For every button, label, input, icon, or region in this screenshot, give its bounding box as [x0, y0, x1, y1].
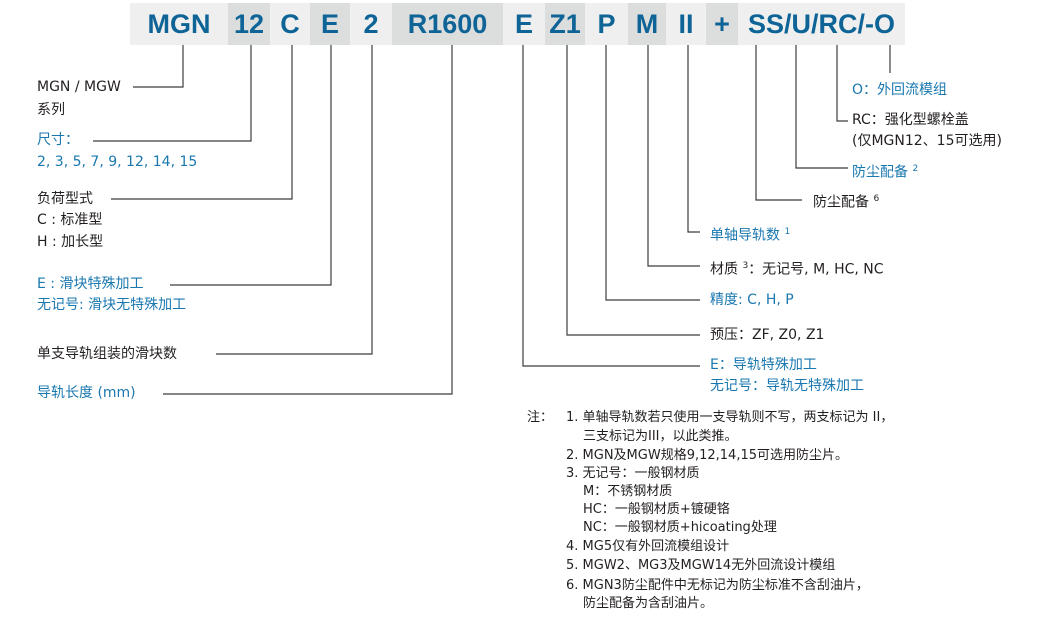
- connector-preload: [566, 45, 700, 336]
- note-4: 4. MG5仅有外回流模组设计: [566, 539, 730, 554]
- connector-size: [93, 45, 252, 142]
- connector-rc: [836, 45, 848, 122]
- label-rails-per-axis: 单轴导轨数 1: [710, 222, 790, 247]
- label-material-text: 材质: [710, 261, 738, 278]
- label-blocks-per-rail: 单支导轨组装的滑块数: [37, 346, 177, 362]
- footnote-2: 2: [912, 164, 919, 174]
- note-6-line-2: 防尘配备为含刮油片。: [583, 596, 714, 611]
- connector-block-special: [170, 45, 332, 286]
- label-rail-length: 导轨长度 (mm): [37, 385, 136, 401]
- label-series-sub: 系列: [37, 102, 65, 118]
- label-series: MGN / MGW: [37, 79, 121, 95]
- note-3-line-3: HC：一般钢材质+镀硬铬: [583, 502, 730, 517]
- connector-dust-u: [795, 45, 848, 169]
- label-dust-u: 防尘配备 2: [852, 159, 918, 184]
- code-segment-rail-special: E: [503, 3, 545, 45]
- footnote-6: 6: [873, 194, 880, 204]
- connector-rail-special: [522, 45, 700, 367]
- label-load-type: 负荷型式: [37, 191, 93, 207]
- label-block-special-none: 无记号: 滑块无特殊加工: [37, 297, 187, 313]
- code-segment-size: 12: [228, 3, 270, 45]
- label-rail-special-none: 无记号：导轨无特殊加工: [710, 378, 864, 394]
- label-preload: 预压：ZF, Z0, Z1: [710, 327, 825, 343]
- connector-rails: [687, 45, 700, 233]
- code-segment-load: C: [270, 3, 310, 45]
- label-dust-u-text: 防尘配备: [852, 164, 908, 181]
- note-3-line-2: M：不锈钢材质: [583, 484, 673, 499]
- notes-label: 注：: [527, 410, 554, 425]
- label-rc-note: (仅MGN12、15可选用): [852, 133, 1002, 149]
- label-precision: 精度: C, H, P: [710, 292, 794, 308]
- note-2: 2. MGN及MGW规格9,12,14,15可选用防尘片。: [566, 448, 848, 463]
- note-1-line-1: 1. 单轴导轨数若只使用一支导轨则不写，两支标记为 II，: [566, 410, 894, 425]
- note-6-line-1: 6. MGN3防尘配件中无标记为防尘标准不含刮油片，: [566, 578, 869, 593]
- label-outer-recirc: O：外回流模组: [852, 82, 948, 98]
- connector-load: [111, 45, 293, 200]
- note-3-line-4: NC：一般钢材质+hicoating处理: [583, 520, 777, 535]
- code-segment-rail-length: R1600: [392, 3, 503, 45]
- code-segment-block-special: E: [310, 3, 350, 45]
- code-segment-series: MGN: [130, 3, 228, 45]
- connector-precision: [605, 45, 700, 301]
- label-block-special: E : 滑块特殊加工: [37, 276, 144, 292]
- code-segment-precision: P: [585, 3, 628, 45]
- label-material-values: ：无记号, M, HC, NC: [748, 261, 884, 278]
- connector-blocks: [216, 45, 373, 355]
- label-rc: RC：强化型螺栓盖: [852, 112, 969, 128]
- note-5: 5. MGW2、MG3及MGW14无外回流设计模组: [566, 558, 836, 573]
- footnote-3: 3: [742, 261, 749, 271]
- code-segment-preload: Z1: [545, 3, 585, 45]
- code-segment-rails: II: [666, 3, 706, 45]
- label-size: 尺寸：: [37, 132, 79, 148]
- label-load-c: C : 标准型: [37, 212, 103, 228]
- label-material: 材质 3：无记号, M, HC, NC: [710, 256, 884, 281]
- label-rails-text: 单轴导轨数: [710, 227, 780, 244]
- label-size-values: 2, 3, 5, 7, 9, 12, 14, 15: [37, 154, 198, 170]
- connector-rail-length: [163, 45, 453, 395]
- connector-material: [647, 45, 700, 267]
- code-segment-material: M: [628, 3, 666, 45]
- label-dust-ss: 防尘配备 6: [813, 189, 879, 214]
- label-rail-special: E：导轨特殊加工: [710, 357, 817, 373]
- connector-series: [133, 45, 184, 88]
- code-segment-accessories: SS/U/RC/-O: [738, 3, 905, 45]
- connector-dust-ss: [755, 45, 802, 201]
- footnote-1: 1: [784, 227, 791, 237]
- code-segment-blocks: 2: [350, 3, 392, 45]
- label-dust-ss-text: 防尘配备: [813, 194, 869, 211]
- note-1-line-2: 三支标记为III，以此类推。: [583, 429, 738, 444]
- code-segment-plus: +: [706, 3, 738, 45]
- note-3-line-1: 3. 无记号：一般钢材质: [566, 466, 700, 481]
- label-load-h: H : 加长型: [37, 234, 104, 250]
